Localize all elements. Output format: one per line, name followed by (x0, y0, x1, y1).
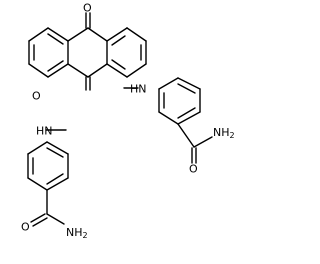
bond (67, 63, 89, 78)
bond (177, 111, 201, 125)
bond (27, 141, 48, 155)
atom-amide-bottom-o: O (21, 221, 30, 234)
bond (28, 63, 49, 78)
substituted-ring (106, 27, 147, 78)
bond (177, 123, 195, 148)
bond (46, 213, 65, 225)
bond (126, 63, 147, 78)
bond (28, 27, 49, 42)
bond (87, 63, 108, 78)
right-phenyl-ring (158, 77, 213, 164)
bond (106, 63, 128, 78)
bond (46, 141, 69, 155)
bond-inner (47, 60, 64, 72)
bond-inner (177, 83, 196, 94)
molecule-drawing: O O HN HN O NH2 O NH2 (21, 2, 235, 240)
atom-nh-right: HN (130, 83, 147, 96)
bond (87, 27, 108, 42)
carbonyl-bond (30, 213, 46, 223)
bond-inner (46, 147, 64, 158)
quinone-ring (67, 12, 108, 91)
bond (177, 77, 201, 90)
atom-amide-right-n: NH2 (213, 126, 235, 140)
benzo-ring (28, 27, 69, 78)
bond (193, 136, 213, 148)
bond-inner (111, 35, 126, 46)
atom-amide-right-o: O (189, 163, 198, 176)
bond (106, 27, 128, 42)
bond (27, 177, 48, 191)
bond-inner (47, 33, 64, 45)
structure-diagram: O O HN HN O NH2 O NH2 (21, 2, 235, 240)
bond-inner (111, 59, 126, 70)
bond (46, 177, 69, 191)
atom-oxygen-top: O (83, 2, 92, 15)
bond (67, 27, 89, 42)
bond (158, 111, 179, 125)
atom-oxygen-left: O (32, 90, 41, 103)
bond (47, 63, 69, 78)
carbonyl-bond (32, 217, 48, 227)
atom-amide-bottom-n: NH2 (66, 226, 88, 240)
bottom-phenyl-ring (27, 141, 69, 227)
bond (47, 27, 69, 42)
bond (158, 77, 179, 90)
atom-nh-left: HN (36, 125, 53, 138)
bond (126, 27, 147, 42)
bond-inner (177, 107, 196, 119)
bond-inner (46, 173, 64, 185)
